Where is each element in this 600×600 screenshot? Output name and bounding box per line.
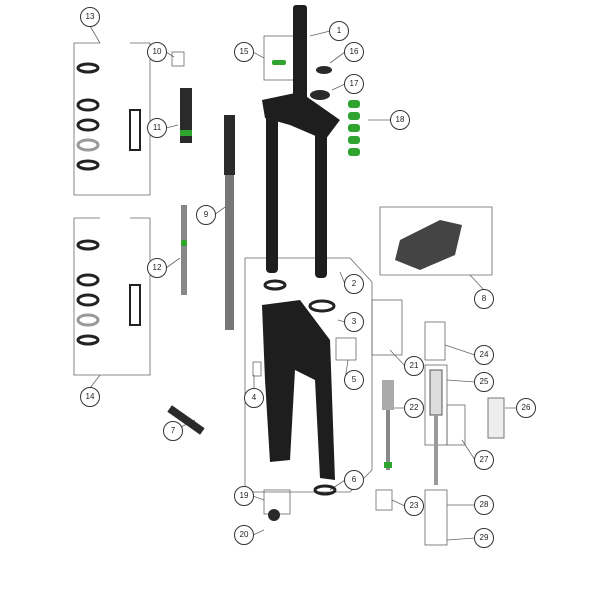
callout-9: 9: [196, 205, 216, 225]
callout-4: 4: [244, 388, 264, 408]
callout-11: 11: [147, 118, 167, 138]
callout-3: 3: [344, 312, 364, 332]
part-crown-steerer: [262, 5, 340, 278]
group-box-13: [73, 42, 151, 196]
callout-14: 14: [80, 387, 100, 407]
callout-17: 17: [344, 74, 364, 94]
callout-27: 27: [474, 450, 494, 470]
callout-19: 19: [234, 486, 254, 506]
callout-7: 7: [163, 421, 183, 441]
callout-20: 20: [234, 525, 254, 545]
group-box-14: [73, 217, 151, 376]
callout-24: 24: [474, 345, 494, 365]
callout-8: 8: [474, 289, 494, 309]
callout-25: 25: [474, 372, 494, 392]
callout-23: 23: [404, 496, 424, 516]
callout-15: 15: [234, 42, 254, 62]
callout-22: 22: [404, 398, 424, 418]
callout-26: 26: [516, 398, 536, 418]
callout-6: 6: [344, 470, 364, 490]
callout-2: 2: [344, 274, 364, 294]
callout-10: 10: [147, 42, 167, 62]
callout-12: 12: [147, 258, 167, 278]
callout-28: 28: [474, 495, 494, 515]
internal-parts-stacks: [76, 62, 141, 346]
part-lowers: [262, 300, 335, 480]
callout-1: 1: [329, 21, 349, 41]
callout-18: 18: [390, 110, 410, 130]
callout-16: 16: [344, 42, 364, 62]
seals-green: [180, 60, 392, 468]
group-box-8: [379, 206, 493, 276]
callout-21: 21: [404, 356, 424, 376]
callout-5: 5: [344, 370, 364, 390]
callout-29: 29: [474, 528, 494, 548]
callout-13: 13: [80, 7, 100, 27]
group-box-21: [371, 299, 403, 356]
